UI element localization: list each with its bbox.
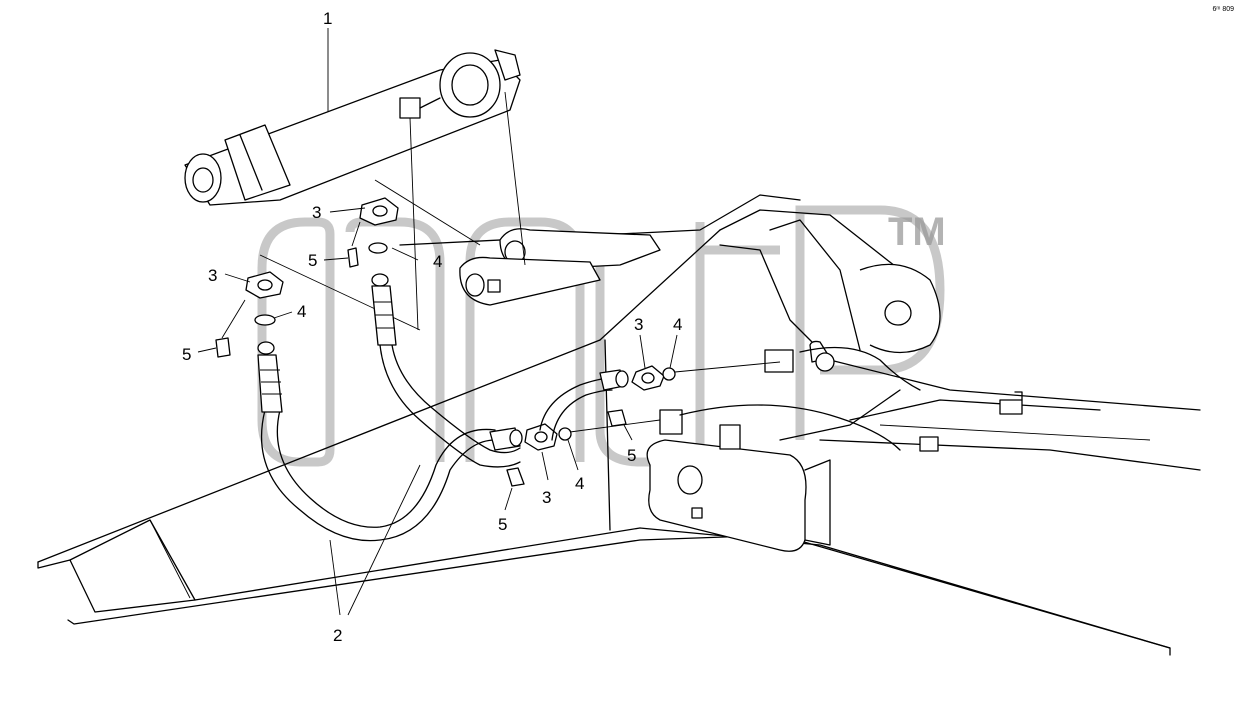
flange-set-lower xyxy=(506,419,661,487)
watermark-logo: TM xyxy=(257,205,946,467)
boom-assembly xyxy=(37,194,1201,656)
trademark-symbol: TM xyxy=(888,210,946,254)
callout-4: 4 xyxy=(297,302,306,321)
callout-5: 5 xyxy=(182,345,191,364)
flange-set-left xyxy=(215,254,421,358)
hydraulic-hoses xyxy=(257,285,629,542)
callout-labels: 1 3 5 4 3 4 5 3 4 5 3 4 5 2 xyxy=(182,9,682,645)
flange-set-upper xyxy=(347,179,481,287)
callout-5: 5 xyxy=(627,446,636,465)
callout-3: 3 xyxy=(542,488,551,507)
callout-3: 3 xyxy=(312,203,321,222)
flange-set-right xyxy=(607,361,781,427)
callout-4: 4 xyxy=(433,252,442,271)
hydraulic-cylinder xyxy=(184,49,526,331)
callout-4: 4 xyxy=(673,315,682,334)
callout-5: 5 xyxy=(498,515,507,534)
callout-2: 2 xyxy=(333,626,342,645)
callout-4: 4 xyxy=(575,474,584,493)
callout-leaders xyxy=(197,28,678,616)
callout-1: 1 xyxy=(323,9,332,28)
callout-3: 3 xyxy=(634,315,643,334)
callout-3: 3 xyxy=(208,266,217,285)
corner-code: 6ᵐ 809 xyxy=(1212,6,1234,13)
callout-5: 5 xyxy=(308,251,317,270)
